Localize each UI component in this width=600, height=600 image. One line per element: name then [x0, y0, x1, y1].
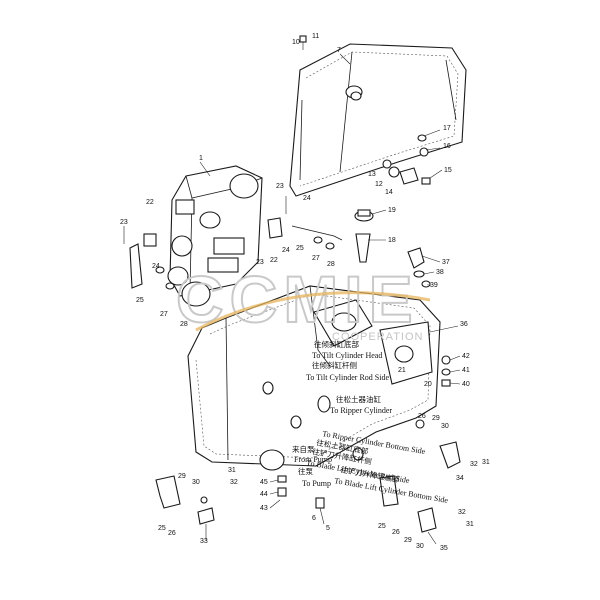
part-label-34: 34 — [456, 475, 464, 482]
part-label-22a: 22 — [146, 199, 154, 206]
part-label-1: 1 — [199, 155, 203, 162]
part-label-23a: 23 — [120, 219, 128, 226]
annotation-ripper-cn: 往松土器油缸 — [336, 394, 381, 404]
annotation-tilt-head-cn: 往倾斜缸底部 — [314, 339, 359, 349]
part-label-33: 33 — [200, 538, 208, 545]
part-label-30a: 30 — [192, 479, 200, 486]
part-label-31b: 31 — [466, 521, 474, 528]
part-label-23c: 23 — [256, 259, 264, 266]
part-label-7: 7 — [337, 47, 341, 54]
part-label-36: 36 — [460, 321, 468, 328]
part-label-24a: 24 — [152, 263, 160, 270]
part-label-16: 16 — [443, 143, 451, 150]
part-label-27b: 27 — [312, 255, 320, 262]
annotation-from-pump-cn: 来自泵 — [292, 444, 315, 454]
annotation-tilt-rod-cn: 往倾斜缸杆侧 — [312, 360, 357, 370]
filler-parts — [354, 209, 431, 288]
part-label-32c: 32 — [470, 461, 478, 468]
part-label-18: 18 — [388, 237, 396, 244]
part-label-22b: 22 — [270, 257, 278, 264]
annotation-tilt-head-en: To Tilt Cylinder Head — [312, 351, 382, 360]
part-label-21: 21 — [398, 367, 406, 374]
part-label-45: 45 — [260, 479, 268, 486]
annotation-to-pump-cn: 往泵 — [298, 466, 313, 476]
leader-lines — [199, 53, 461, 545]
lower-brackets — [155, 355, 461, 533]
part-label-29a: 29 — [178, 473, 186, 480]
part-label-43: 43 — [260, 505, 268, 512]
part-label-26c: 26 — [418, 413, 426, 420]
part-label-25a: 25 — [136, 297, 144, 304]
part-label-24c: 24 — [282, 247, 290, 254]
part-label-14: 14 — [385, 189, 393, 196]
part-number-labels: 1 5 6 7 10 11 12 13 14 15 16 17 18 19 20… — [120, 33, 490, 552]
part-label-12: 12 — [375, 181, 383, 188]
part-label-32b: 32 — [458, 509, 466, 516]
part-label-10: 10 — [292, 39, 300, 46]
part-label-41: 41 — [462, 367, 470, 374]
annotation-to-pump-en: To Pump — [302, 479, 331, 488]
part-label-25c: 25 — [158, 525, 166, 532]
part-label-38: 38 — [436, 269, 444, 276]
part-label-5: 5 — [326, 525, 330, 532]
part-label-31c: 31 — [482, 459, 490, 466]
part-label-28a: 28 — [180, 321, 188, 328]
part-label-31a: 31 — [228, 467, 236, 474]
part-label-28b: 28 — [327, 261, 335, 268]
part-label-44: 44 — [260, 491, 268, 498]
part-label-15: 15 — [444, 167, 452, 174]
part-label-25b: 25 — [296, 245, 304, 252]
part-label-29c: 29 — [432, 415, 440, 422]
part-label-35: 35 — [440, 545, 448, 552]
annotation-from-pump-en: From Pump — [294, 455, 332, 464]
part-label-11: 11 — [312, 33, 319, 40]
part-label-30b: 30 — [416, 543, 424, 550]
part-label-30c: 30 — [441, 423, 449, 430]
part-label-26b: 26 — [392, 529, 400, 536]
part-label-40: 40 — [462, 381, 470, 388]
part-label-13: 13 — [368, 171, 376, 178]
part-label-23b: 23 — [276, 183, 284, 190]
part-label-26a: 26 — [168, 530, 176, 537]
part-label-24b: 24 — [303, 195, 311, 202]
part-label-19: 19 — [388, 207, 396, 214]
control-valve-assembly — [167, 165, 263, 307]
part-label-6: 6 — [312, 515, 316, 522]
cover-fasteners — [299, 35, 431, 185]
annotation-tilt-rod-en: To Tilt Cylinder Rod Side — [306, 373, 389, 382]
watermark-logo: CCMIE COOPERATION — [175, 261, 431, 343]
watermark-brand: CCMIE — [176, 262, 419, 336]
part-label-29b: 29 — [404, 537, 412, 544]
part-label-32a: 32 — [230, 479, 238, 486]
tank-cover-assembly — [289, 43, 467, 197]
part-label-25d: 25 — [378, 523, 386, 530]
annotation-ripper-en: To Ripper Cylinder — [330, 406, 392, 415]
part-label-42: 42 — [462, 353, 470, 360]
part-label-20: 20 — [424, 381, 432, 388]
watermark-subtitle: COOPERATION — [332, 331, 423, 343]
part-label-27a: 27 — [160, 311, 168, 318]
valve-brackets — [123, 196, 343, 290]
part-label-17: 17 — [443, 125, 451, 132]
hydraulic-tank-body — [187, 285, 441, 471]
part-label-37: 37 — [442, 259, 450, 266]
part-label-39: 39 — [430, 282, 438, 289]
